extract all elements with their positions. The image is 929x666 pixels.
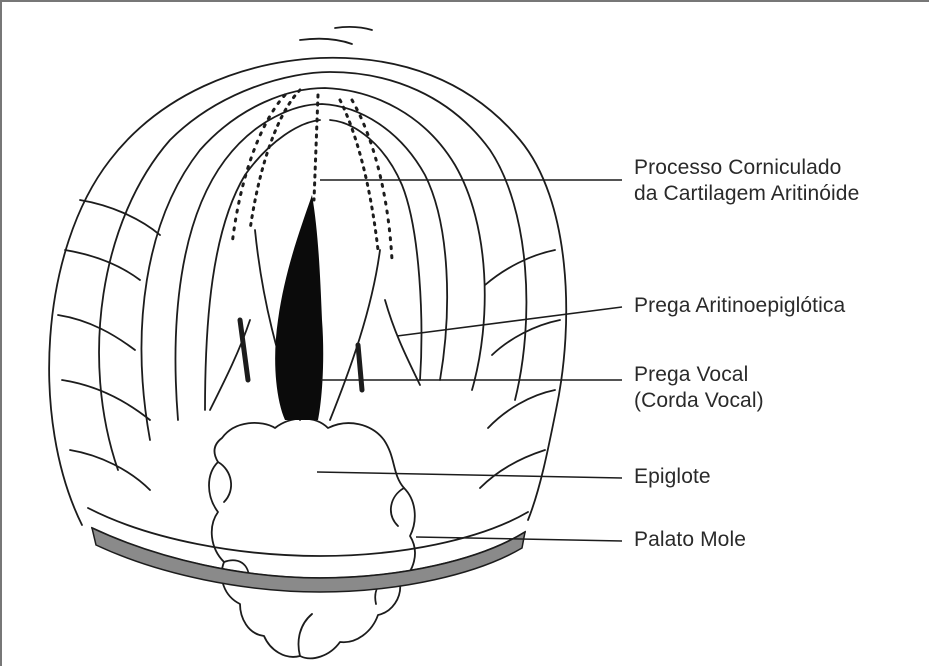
top-stroke [335, 27, 372, 30]
label-processo-corniculado: Processo Corniculado da Cartilagem Ariti… [634, 155, 859, 207]
aryepiglottic-fold [330, 250, 380, 420]
label-epiglote: Epiglote [634, 464, 711, 490]
label-palato-mole: Palato Mole [634, 527, 746, 553]
label-epiglote-text: Epiglote [634, 464, 711, 490]
label-prega-aritinoepiglotica: Prega Aritinoepiglótica [634, 293, 845, 319]
label-prega-vocal: Prega Vocal (Corda Vocal) [634, 362, 764, 414]
label-palato-text: Palato Mole [634, 527, 746, 553]
label-vocal-line-2: (Corda Vocal) [634, 388, 764, 414]
epiglottis-lobe [391, 488, 404, 526]
wrinkle [485, 250, 555, 285]
palate-outline [88, 508, 528, 556]
wrinkle [480, 450, 545, 488]
top-stroke [300, 39, 352, 44]
wrinkle [70, 450, 150, 490]
corniculate-dots [314, 95, 318, 200]
vocal-streak [358, 345, 362, 390]
epiglottis-lobe [299, 614, 313, 656]
label-aritinoepiglotica-text: Prega Aritinoepiglótica [634, 293, 845, 319]
label-corniculado-line-1: Processo Corniculado [634, 155, 859, 181]
wrinkle [62, 380, 150, 420]
corniculate-dots [340, 100, 378, 250]
label-vocal-line-1: Prega Vocal [634, 362, 764, 388]
label-corniculado-line-2: da Cartilagem Aritinóide [634, 181, 859, 207]
leader-line-epiglote [317, 472, 622, 478]
leader-line-aritinoepiglotica [397, 307, 622, 336]
wrinkle [488, 390, 555, 428]
epiglottis-outline [209, 419, 415, 659]
wrinkle [65, 250, 140, 280]
epiglottis-lobe [218, 462, 231, 502]
glottis-opening [275, 195, 323, 420]
corniculate-dots [232, 95, 285, 245]
wrinkle [58, 315, 135, 350]
aryepiglottic-fold [385, 300, 420, 385]
